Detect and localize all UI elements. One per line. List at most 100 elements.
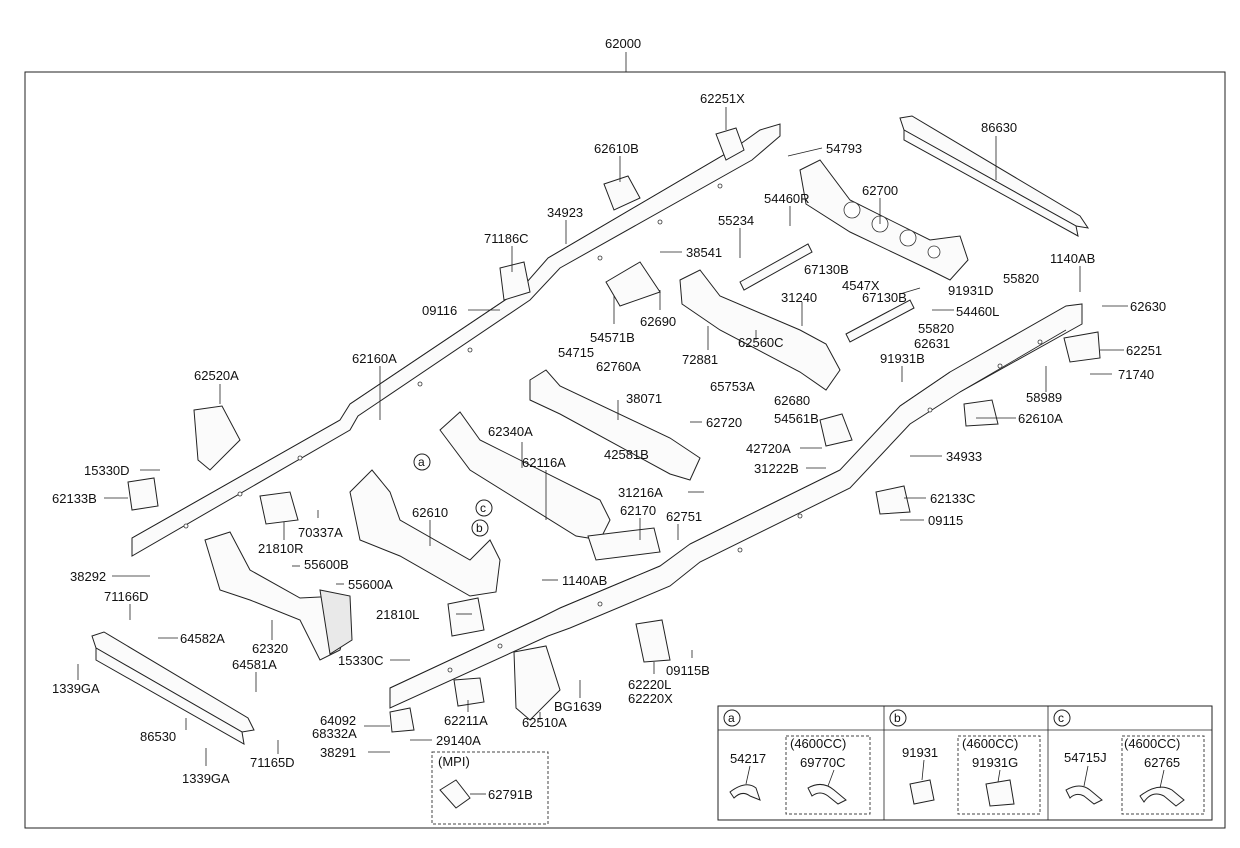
part-label-62116A: 62116A [522,455,566,470]
part-label-38291: 38291 [320,745,356,760]
legend-c-variant-part: 62765 [1144,755,1180,770]
part-label-64581A: 64581A [232,657,277,672]
part-label-58989: 58989 [1026,390,1062,405]
part-label-62560C: 62560C [738,335,784,350]
part-label-15330D: 15330D [84,463,130,478]
part-label-71166D: 71166D [104,589,149,604]
part-label-65753A: 65753A [710,379,755,394]
part-label-71186C: 71186C [484,231,529,246]
part-label-86530: 86530 [140,729,176,744]
part-label-62520A: 62520A [194,368,239,383]
part-label-54715: 54715 [558,345,594,360]
left-frame-rail [131,123,781,557]
part-label-09116: 09116 [422,303,457,318]
main-assembly-number: 62000 [605,36,641,51]
part-label-62760A: 62760A [596,359,641,374]
part-label-1140AB-a: 1140AB [1050,251,1095,266]
legend-a-variant-part: 69770C [800,755,846,770]
part-label-62320: 62320 [252,641,288,656]
diagram-frame [24,71,1226,829]
part-label-34923: 34923 [547,205,583,220]
part-label-54571B: 54571B [590,330,635,345]
part-label-54561B: 54561B [774,411,819,426]
part-label-62160A: 62160A [352,351,397,366]
callout-a: a [418,455,425,469]
part-label-BG1639: BG1639 [554,699,602,714]
part-label-62610A: 62610A [1018,411,1063,426]
part-label-15330C: 15330C [338,653,384,668]
part-label-72881: 72881 [682,352,718,367]
callout-a-circle [413,453,431,471]
part-label-64092: 64092 [320,713,356,728]
mpi-box [431,751,549,825]
part-label-21810R: 21810R [258,541,304,556]
part-label-29140A: 29140A [436,733,481,748]
part-label-62220X: 62220X [628,691,673,706]
part-label-62700: 62700 [862,183,898,198]
legend-a-variant-title: (4600CC) [790,736,846,751]
part-label-38541: 38541 [686,245,722,260]
part-label-62220L: 62220L [628,677,671,692]
part-label-38071: 38071 [626,391,662,406]
part-label-31222B: 31222B [754,461,799,476]
part-label-62170: 62170 [620,503,656,518]
part-label-71740: 71740 [1118,367,1154,382]
part-label-55234: 55234 [718,213,754,228]
part-label-09115B: 09115B [666,663,710,678]
part-label-62690: 62690 [640,314,676,329]
part-label-55820-a: 55820 [1003,271,1039,286]
part-label-62251X: 62251X [700,91,745,106]
part-label-54793: 54793 [826,141,862,156]
part-label-62631: 62631 [914,336,950,351]
callout-c-circle [475,499,493,517]
legend-b-key: b [894,711,901,725]
part-label-62340A: 62340A [488,424,533,439]
part-label-31240: 31240 [781,290,817,305]
part-label-1339GA-b: 1339GA [182,771,230,786]
part-label-67130B-b: 67130B [862,290,907,305]
part-label-34933: 34933 [946,449,982,464]
part-label-55600B: 55600B [304,557,349,572]
part-label-62751: 62751 [666,509,702,524]
legend-c-variant-title: (4600CC) [1124,736,1180,751]
part-label-42720A: 42720A [746,441,791,456]
legend-b-variant-title: (4600CC) [962,736,1018,751]
part-label-70337A: 70337A [298,525,343,540]
part-label-1140AB-b: 1140AB [562,573,607,588]
part-label-54460R: 54460R [764,191,810,206]
part-label-09115: 09115 [928,513,963,528]
part-label-55600A: 55600A [348,577,393,592]
legend-a-key: a [728,711,735,725]
part-label-62610B: 62610B [594,141,639,156]
part-label-62211A: 62211A [444,713,488,728]
part-label-86630: 86630 [981,120,1017,135]
part-label-67130B-a: 67130B [804,262,849,277]
part-label-4547X: 4547X [842,278,880,293]
mpi-title: (MPI) [438,754,470,769]
part-label-62133B: 62133B [52,491,97,506]
right-frame-rail [389,303,1083,709]
part-label-31216A: 31216A [618,485,663,500]
callout-b-circle [471,519,489,537]
part-label-1339GA-a: 1339GA [52,681,100,696]
part-label-38292: 38292 [70,569,106,584]
legend-a-std-part: 54217 [730,751,766,766]
callout-b: b [476,521,483,535]
legend-b-variant-part: 91931G [972,755,1018,770]
callout-c: c [480,501,486,515]
legend-table [717,705,1213,821]
part-label-21810L: 21810L [376,607,419,622]
part-label-91931B: 91931B [880,351,925,366]
part-label-62510A: 62510A [522,715,567,730]
part-label-62610: 62610 [412,505,448,520]
part-label-62680: 62680 [774,393,810,408]
legend-c-std-part: 54715J [1064,750,1107,765]
legend-c-key: c [1058,711,1064,725]
part-label-68332A: 68332A [312,726,357,741]
part-label-64582A: 64582A [180,631,225,646]
part-label-55820-b: 55820 [918,321,954,336]
mpi-part-label: 62791B [488,787,533,802]
part-label-71165D: 71165D [250,755,295,770]
part-label-54460L: 54460L [956,304,999,319]
